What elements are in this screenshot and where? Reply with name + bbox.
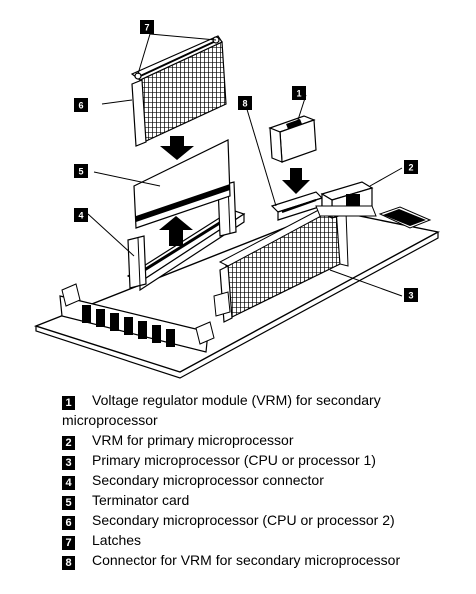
callout-2: 2 <box>404 160 418 174</box>
secondary-vrm <box>268 115 317 163</box>
callout-7: 7 <box>140 20 154 34</box>
primary-vrm <box>315 181 377 220</box>
memory-module <box>59 283 215 353</box>
svg-text:2: 2 <box>408 163 413 173</box>
legend-item-2: 2 VRM for primary microprocessor <box>62 430 462 450</box>
legend-item-4: 4 Secondary microprocessor connector <box>62 470 462 490</box>
svg-text:6: 6 <box>78 101 83 111</box>
system-board-diagram: 1 2 3 4 5 6 7 8 <box>33 20 441 379</box>
legend-number: 6 <box>62 516 75 530</box>
legend-item-6: 6 Secondary microprocessor (CPU or proces… <box>62 510 462 530</box>
svg-text:7: 7 <box>144 23 149 33</box>
legend-item-3: 3 Primary microprocessor (CPU or processo… <box>62 450 462 470</box>
legend-text: Secondary microprocessor connector <box>92 472 324 488</box>
legend-number: 3 <box>62 456 75 470</box>
legend-number: 8 <box>62 556 75 570</box>
secondary-vrm-connector <box>270 191 324 221</box>
callout-3: 3 <box>404 288 418 302</box>
arrow-down-vrm <box>282 168 310 194</box>
callout-6: 6 <box>74 98 88 112</box>
svg-text:1: 1 <box>296 89 301 99</box>
legend-item-7: 7 Latches <box>62 530 462 550</box>
legend-number: 4 <box>62 476 75 490</box>
legend-text: Voltage regulator module (VRM) for secon… <box>62 392 381 428</box>
callout-1: 1 <box>292 86 306 100</box>
svg-text:8: 8 <box>242 99 247 109</box>
legend-item-5: 5 Terminator card <box>62 490 462 510</box>
callout-8: 8 <box>238 96 252 110</box>
legend-text: Secondary microprocessor (CPU or process… <box>92 512 395 528</box>
secondary-processor-connector <box>126 181 246 292</box>
arrow-down-terminator <box>160 136 194 160</box>
svg-text:4: 4 <box>78 211 83 221</box>
legend-text: Terminator card <box>92 492 190 508</box>
svg-text:3: 3 <box>408 291 413 301</box>
callout-5: 5 <box>74 164 88 178</box>
legend-text: Connector for VRM for secondary micropro… <box>92 552 401 568</box>
legend-number: 7 <box>62 536 75 550</box>
svg-text:5: 5 <box>78 167 83 177</box>
primary-processor <box>213 203 349 323</box>
legend-text: Primary microprocessor (CPU or processor… <box>92 452 376 468</box>
legend-text: VRM for primary microprocessor <box>92 432 294 448</box>
legend-number: 2 <box>62 436 75 450</box>
callout-4: 4 <box>74 208 88 222</box>
arrow-up-connector <box>159 216 193 246</box>
legend-text: Latches <box>92 532 142 548</box>
legend-number: 1 <box>62 396 75 410</box>
legend-number: 5 <box>62 496 75 510</box>
secondary-processor <box>130 35 227 147</box>
terminator-card <box>133 139 231 229</box>
legend-item-8: 8 Connector for VRM for secondary micropr… <box>62 550 462 570</box>
